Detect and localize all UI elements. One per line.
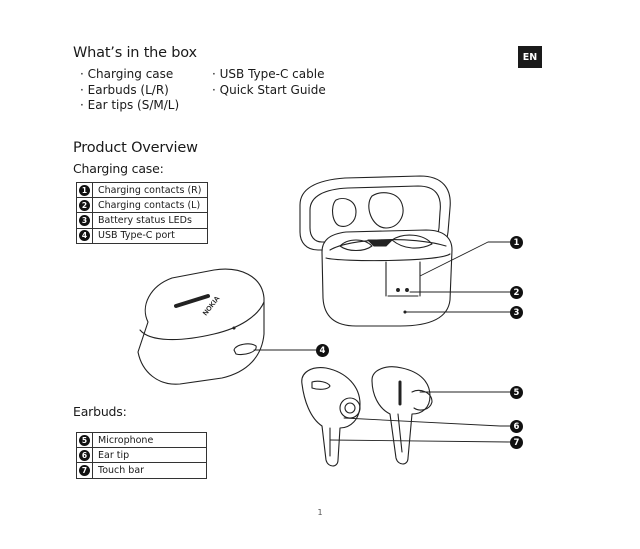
callout-2: 2 (510, 286, 523, 299)
callout-1: 1 (510, 236, 523, 249)
box-title: What’s in the box (73, 45, 197, 61)
number-badge: 4 (79, 230, 90, 242)
list-item: · Charging case (80, 67, 174, 81)
number-badge: 7 (79, 464, 90, 476)
legend-label: USB Type-C port (92, 227, 208, 244)
closed-case-drawing (137, 268, 265, 385)
box-contents-col1: · Charging case · Earbuds (L/R) · Ear ti… (80, 67, 179, 114)
box-contents-col2: · USB Type-C cable · Quick Start Guide (212, 67, 326, 98)
callout-3: 3 (510, 306, 523, 319)
list-item: · Quick Start Guide (212, 82, 326, 97)
number-badge: 5 (79, 434, 90, 446)
callout-lines (253, 241, 511, 443)
legend-label: Touch bar (92, 462, 207, 479)
number-badge: 1 (79, 184, 90, 196)
earbuds-heading: Earbuds: (73, 404, 127, 419)
earbuds-drawing (301, 366, 433, 467)
open-case-drawing (299, 175, 453, 327)
number-badge: 3 (79, 214, 90, 226)
number-badge: 2 (79, 199, 90, 211)
page-number: 1 (317, 508, 323, 517)
language-badge: EN (518, 46, 542, 68)
callout-5: 5 (510, 386, 523, 399)
callout-6: 6 (510, 420, 523, 433)
list-item: · Ear tips (S/M/L) (80, 98, 180, 112)
callout-7: 7 (510, 436, 523, 449)
callout-4: 4 (316, 344, 329, 357)
overview-title: Product Overview (73, 140, 198, 156)
case-heading: Charging case: (73, 161, 164, 176)
list-item: · USB Type-C cable (212, 67, 325, 81)
list-item: · Earbuds (L/R) (80, 82, 169, 97)
number-badge: 6 (79, 449, 90, 461)
